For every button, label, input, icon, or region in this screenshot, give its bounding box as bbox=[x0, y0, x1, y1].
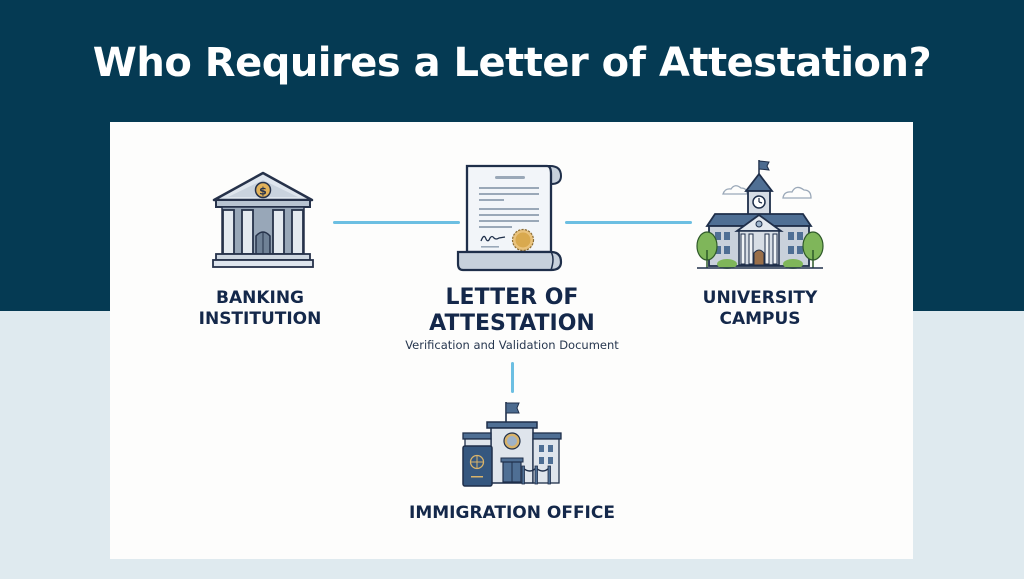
immigration-label: IMMIGRATION OFFICE bbox=[372, 503, 652, 524]
connector-immigration bbox=[511, 362, 514, 393]
letter-label-line2: ATTESTATION bbox=[429, 311, 595, 336]
bank-label: BANKING INSTITUTION bbox=[185, 288, 335, 330]
bank-building-icon: $ bbox=[210, 170, 316, 274]
connector-bank bbox=[333, 221, 460, 224]
university-label-line1: UNIVERSITY bbox=[702, 288, 818, 308]
svg-text:$: $ bbox=[259, 185, 267, 198]
letter-label-line1: LETTER OF bbox=[445, 285, 579, 310]
university-building-icon bbox=[693, 158, 829, 276]
letter-subtitle: Verification and Validation Document bbox=[405, 338, 619, 352]
university-label: UNIVERSITY CAMPUS bbox=[685, 288, 835, 330]
connector-university bbox=[565, 221, 692, 224]
immigration-label-line1: IMMIGRATION OFFICE bbox=[409, 503, 615, 523]
bank-label-line1: BANKING bbox=[215, 288, 305, 308]
scroll-document-icon bbox=[455, 160, 565, 272]
immigration-office-icon bbox=[461, 400, 563, 490]
university-label-line2: CAMPUS bbox=[719, 309, 801, 329]
letter-label: LETTER OF ATTESTATION bbox=[392, 285, 632, 337]
bank-label-line2: INSTITUTION bbox=[198, 309, 322, 329]
page-title: Who Requires a Letter of Attestation? bbox=[92, 40, 932, 86]
